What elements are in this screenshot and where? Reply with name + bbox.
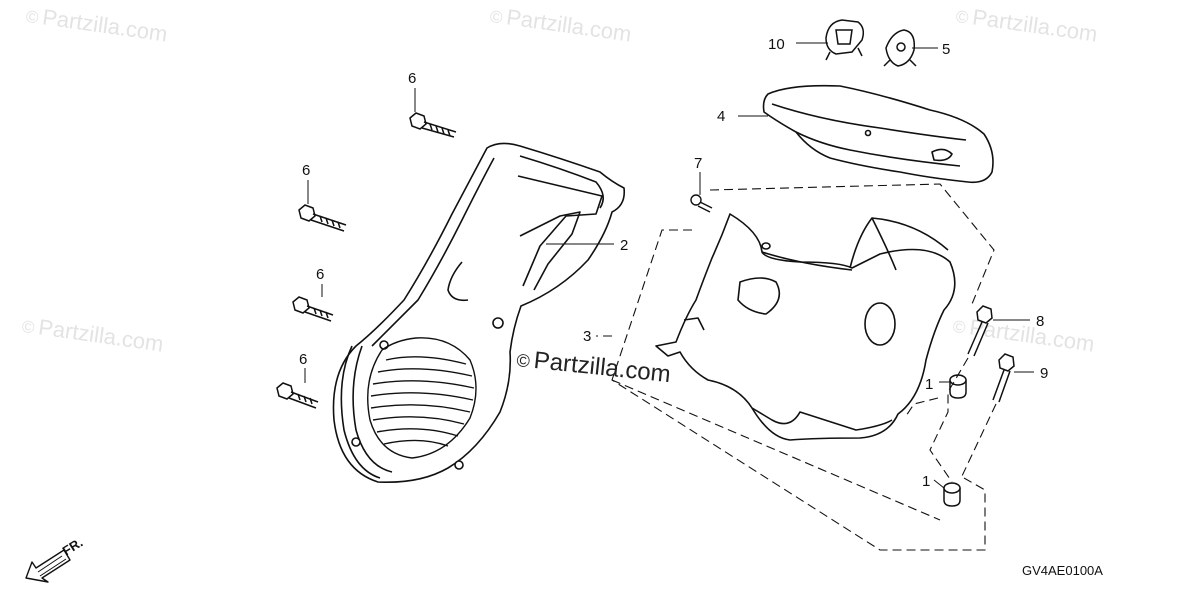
callout-6: 6 [302,162,310,179]
center-watermark-symbol: © [516,350,531,371]
top-shield-part[interactable] [762,84,994,184]
callout-4: 4 [717,108,725,125]
direction-arrow-icon [25,549,71,583]
callout-1: 1 [922,473,930,490]
lower-cover-part[interactable] [655,213,956,441]
collar-part-1[interactable] [943,482,961,507]
bolt-part-6[interactable] [292,296,334,322]
callout-10: 10 [768,36,785,53]
bolt-part-6[interactable] [409,112,457,138]
callout-9: 9 [1040,365,1048,382]
fan-grille [367,337,477,459]
center-watermark-text: Partzilla.com [533,347,672,388]
clip-part-10[interactable] [825,19,865,61]
collar-part-1[interactable] [949,374,967,399]
callout-2: 2 [620,237,628,254]
callout-3: 3 [583,328,591,345]
callout-8: 8 [1036,313,1044,330]
callout-6: 6 [299,351,307,368]
callout-6: 6 [408,70,416,87]
center-watermark: ©Partzilla.com [515,345,672,388]
callout-1: 1 [925,376,933,393]
bolt-part-6[interactable] [276,382,319,409]
assembly-dashed-lines [596,183,997,551]
bolt-part-6[interactable] [298,204,347,232]
bolt-part-8[interactable] [967,305,993,357]
diagram-code: GV4AE0100A [1022,563,1103,578]
callout-7: 7 [694,155,702,172]
svg-text:©Partzilla.com: ©Partzilla.com [515,345,672,388]
callout-5: 5 [942,41,950,58]
leader-lines [304,42,1034,489]
fan-cover-part[interactable] [332,142,626,484]
bolt-part-9[interactable] [992,353,1015,403]
clip-part-5[interactable] [883,29,917,67]
screw-part-7[interactable] [690,194,713,213]
callout-6: 6 [316,266,324,283]
